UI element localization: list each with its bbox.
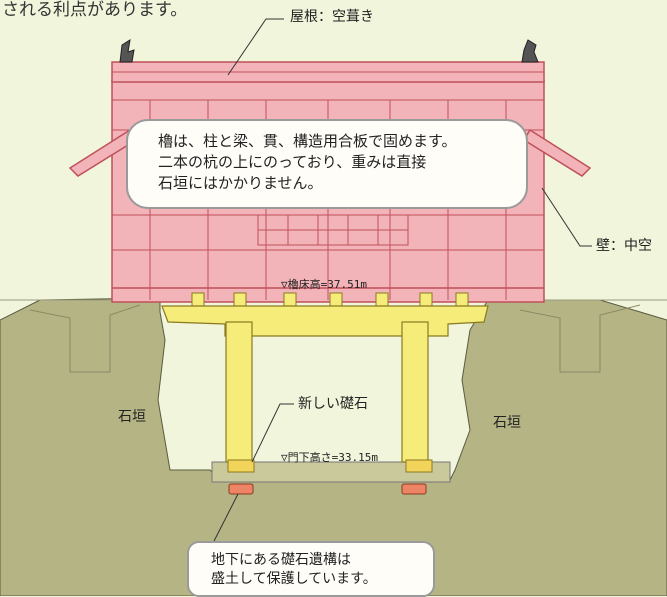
column-right xyxy=(401,321,429,463)
gate-level-label: ▽門下高さ=33.15m xyxy=(281,451,378,464)
note-line-1: 地下にある礎石遺構は xyxy=(211,552,351,568)
floor-joist-3 xyxy=(283,292,297,308)
floor-joist-6 xyxy=(419,292,433,308)
old-foundation-stone-right xyxy=(401,483,427,495)
floor-joist-2 xyxy=(233,292,247,308)
column-base-right xyxy=(405,459,433,473)
column-left xyxy=(225,321,253,463)
column-base-left xyxy=(227,459,255,473)
callout-line-2: 二本の杭の上にのっており、重みは直接 xyxy=(158,153,427,171)
new-foundation-label: 新しい礎石 xyxy=(298,396,368,412)
foundation-pit xyxy=(211,461,451,483)
callout-line-1: 櫓は、柱と梁、貫、構造用合板で固めます。 xyxy=(158,132,457,150)
old-foundation-stone-left xyxy=(228,483,254,495)
foundation-note: 地下にある礎石遺構は 盛土して保護しています。 xyxy=(187,541,435,597)
floor-joist-7 xyxy=(455,292,469,308)
wall-label: 壁：中空 xyxy=(596,238,652,254)
main-beam xyxy=(161,305,489,337)
callout-line-3: 石垣にはかかりません。 xyxy=(158,174,323,192)
floor-joist-5 xyxy=(375,292,389,308)
floor-joist-4 xyxy=(329,292,343,308)
roof-ornament-left xyxy=(119,38,135,63)
roof-ornament-right xyxy=(521,39,539,63)
roof-label: 屋根：空葺き xyxy=(290,9,374,25)
note-leader-line xyxy=(211,493,239,546)
roof-leader-line xyxy=(227,18,284,76)
wall-leader-line xyxy=(541,187,592,247)
stone-wall-label-left: 石垣 xyxy=(118,409,146,425)
newstone-leader-line xyxy=(251,403,294,463)
structure-callout: 櫓は、柱と梁、貫、構造用合板で固めます。 二本の杭の上にのっており、重みは直接 … xyxy=(126,119,528,209)
ground-fill xyxy=(0,297,667,596)
ground-detail-right xyxy=(519,304,641,373)
stone-wall-label-right: 石垣 xyxy=(493,415,521,431)
note-line-2: 盛土して保護しています。 xyxy=(211,571,377,587)
floor-joist-1 xyxy=(191,292,205,308)
floor-level-label: ▽櫓床高=37.51m xyxy=(281,278,367,291)
ground-detail-left xyxy=(29,304,141,373)
intro-text: される利点があります。 xyxy=(2,0,188,20)
